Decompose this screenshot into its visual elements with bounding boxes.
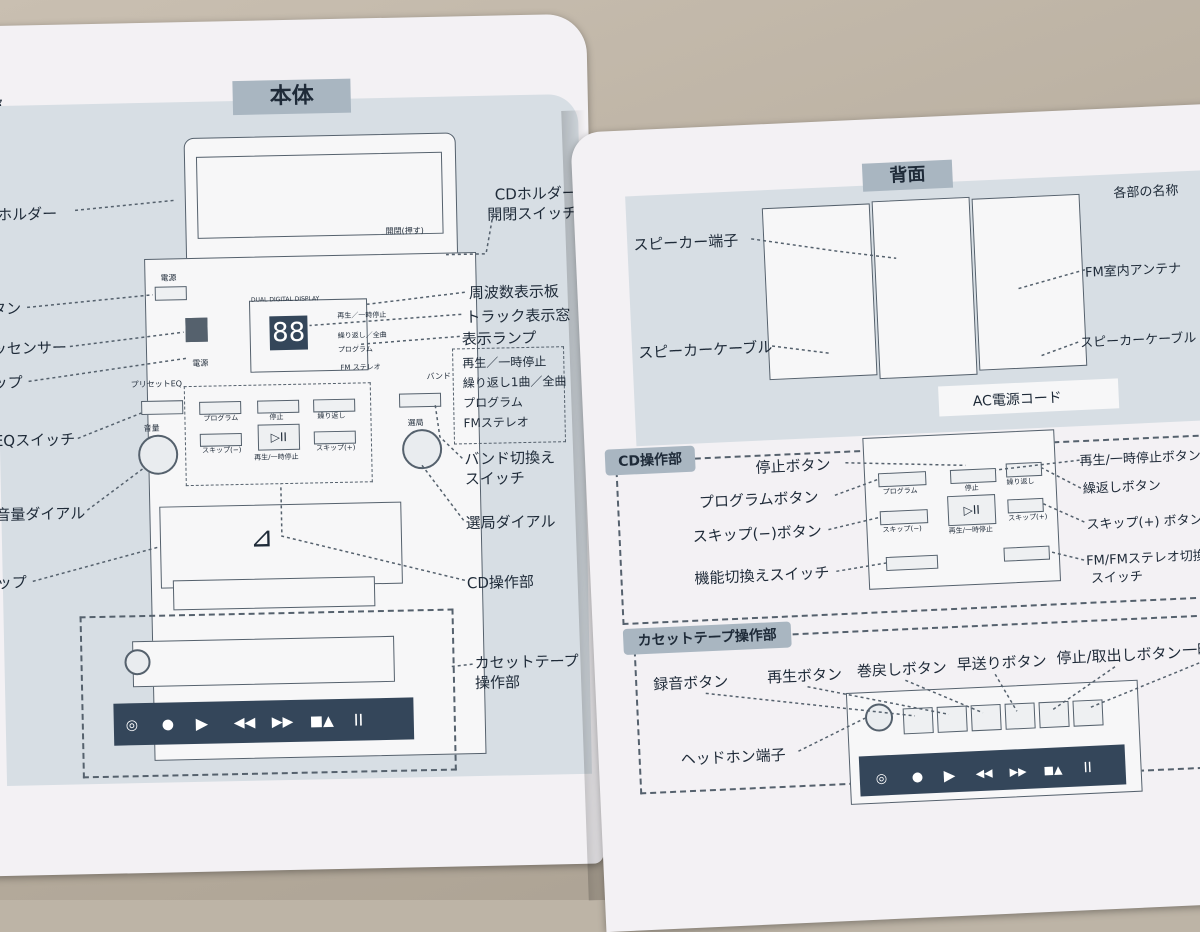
left-leader-lines [26, 199, 494, 668]
left-page: 称 本体 開閉(押す) 電源 電源 DUAL DIGITAL DISPLAY 8… [0, 13, 604, 877]
right-page: 背面 各部の名称 AC電源コード スピーカー端子 FM室内アンテナ スピーカーケ… [570, 103, 1200, 932]
right-leader-lines [705, 238, 1200, 752]
